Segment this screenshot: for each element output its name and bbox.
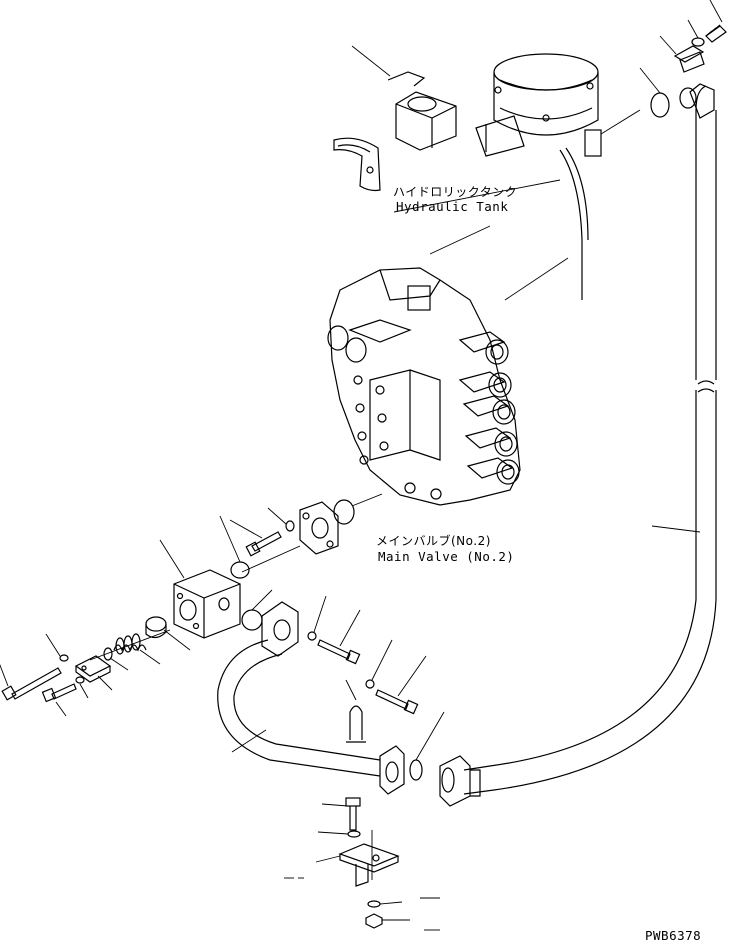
drawing-code: PWB6378 <box>645 928 702 943</box>
main-valve-label-jp: メインバルブ(No.2) <box>376 534 491 548</box>
valve-spool <box>466 457 520 485</box>
check-valve <box>145 616 191 651</box>
spring <box>113 633 161 665</box>
flange-washer <box>267 507 295 532</box>
small-washer <box>45 633 69 662</box>
leader-line <box>504 257 569 301</box>
pipe-bolt <box>317 609 361 665</box>
top-right-washer <box>687 19 705 47</box>
leader-line <box>89 629 171 661</box>
pipe-bolt-2 <box>375 655 427 715</box>
u-bolt <box>345 679 366 743</box>
top-right-bolt <box>705 0 727 43</box>
main-valve-label-en: Main Valve (No.2) <box>378 549 515 564</box>
leader-line <box>241 545 301 573</box>
hose-oring <box>409 711 445 781</box>
pipe-clamp <box>659 35 705 73</box>
gasket <box>333 137 381 192</box>
main-valve <box>327 267 521 506</box>
leader-line <box>429 225 491 255</box>
split-flange <box>299 501 339 555</box>
bottom-bolt <box>321 797 361 831</box>
valve-spool <box>464 427 518 457</box>
bracket-nut <box>365 913 410 929</box>
pipe-washer <box>307 595 327 641</box>
valve-spool <box>458 371 512 398</box>
hydraulic-tank <box>475 53 641 300</box>
manifold-block <box>159 539 241 639</box>
leader-line <box>393 179 561 213</box>
bottom-washer <box>317 830 361 838</box>
small-washer-2 <box>75 676 89 699</box>
pipe-oring <box>219 515 250 579</box>
valve-spool <box>458 331 509 365</box>
tank-oring <box>639 67 670 118</box>
flange-bolt <box>229 519 282 557</box>
bent-pipe <box>217 601 405 795</box>
bracket-washer <box>367 900 403 908</box>
long-bolt <box>0 663 62 701</box>
short-bolt <box>41 683 77 717</box>
seat-ring <box>103 647 129 671</box>
cover-plate <box>74 655 113 691</box>
valve-spool <box>462 395 516 425</box>
valve-oring <box>333 493 383 525</box>
pipe-washer-2 <box>365 639 393 689</box>
filter-case <box>351 45 457 151</box>
hydraulic-hose <box>439 83 717 807</box>
hydraulic-tank-label-jp: ハイドロリックタンク <box>393 185 518 199</box>
mount-bracket <box>315 843 400 887</box>
hydraulic-tank-label-en: Hydraulic Tank <box>396 199 509 214</box>
pipe-flange-oring <box>241 589 273 631</box>
